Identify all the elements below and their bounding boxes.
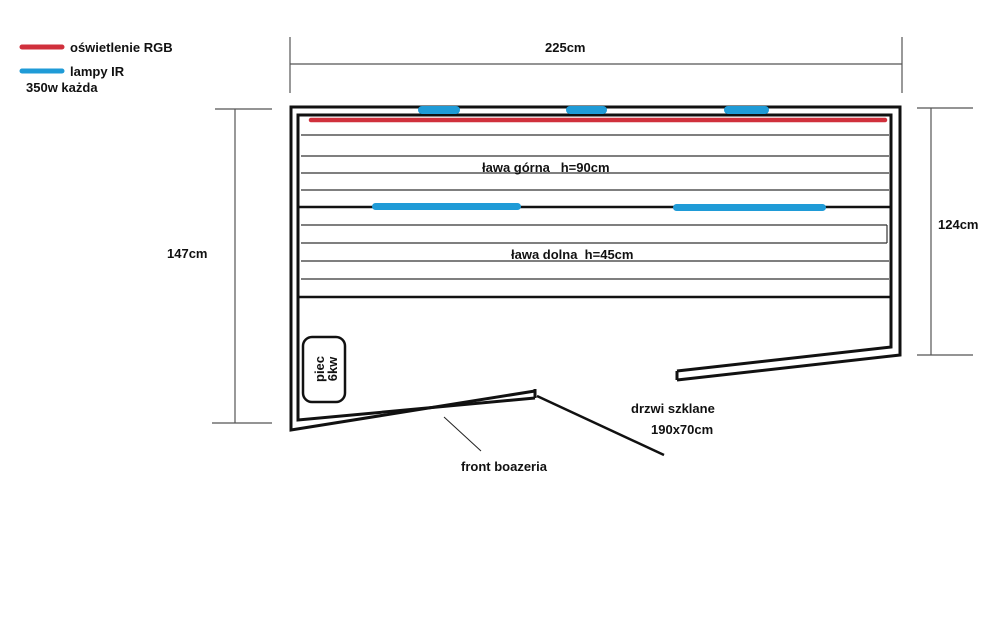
lower-bench [301,224,889,280]
legend-ir-label: lampy IR [70,64,125,79]
legend-ir-note: 350w każda [26,80,98,95]
upper-bench [301,134,889,191]
right-depth-dimension [917,107,973,356]
ir-lamp-bench-1 [372,203,521,210]
width-dimension [289,37,903,93]
door-size-label: 190x70cm [651,422,713,437]
ir-lamp-top-2 [566,106,607,114]
lower-bench-label: ława dolna h=45cm [511,247,633,262]
width-dimension-label: 225cm [545,40,585,55]
ir-lamp-top-1 [418,106,460,114]
front-panel-label: front boazeria [461,459,548,474]
ir-lamp-bench-2 [673,204,826,211]
stove-box [301,335,347,404]
ir-lamp-top-3 [724,106,769,114]
ir-lamps-top [418,106,769,114]
glass-door-line [536,394,665,457]
inner-wall-line [296,113,893,422]
front-panel-leader-line [443,416,482,452]
legend: oświetlenie RGB lampy IR 350w każda [19,40,173,95]
left-depth-label: 147cm [167,246,207,261]
stove-label-line1: piec [312,356,327,382]
left-depth-dimension [212,108,272,424]
right-depth-label: 124cm [938,217,978,232]
stove-label-line2: 6kw [325,356,340,381]
legend-rgb-label: oświetlenie RGB [70,40,173,55]
upper-bench-label: ława górna h=90cm [482,160,610,175]
stove-label: piec 6kw [312,356,340,382]
door-label: drzwi szklane [631,401,715,416]
